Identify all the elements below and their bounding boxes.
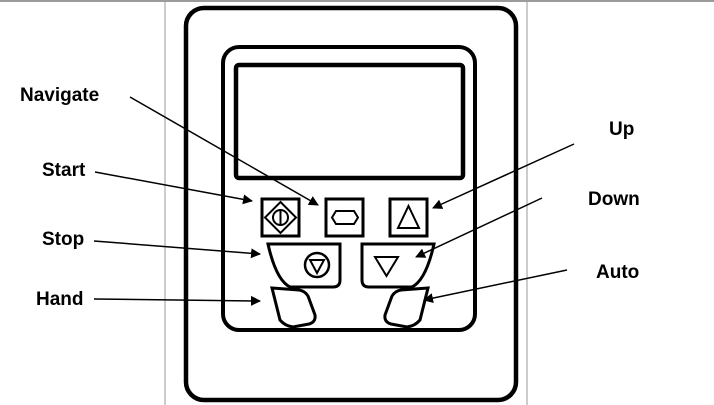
navigate-hexagon-icon: [330, 210, 360, 225]
up-triangle-icon: [396, 203, 421, 229]
start-diamond-icon: [263, 200, 298, 235]
auto-label: Auto: [596, 262, 640, 283]
start-button[interactable]: [260, 197, 301, 238]
hand-arrow: [93, 295, 261, 306]
up-arrow: [432, 143, 575, 209]
start-label: Start: [42, 160, 86, 181]
stop-label: Stop: [42, 229, 85, 250]
down-arrow: [415, 197, 543, 258]
down-label: Down: [588, 189, 640, 210]
down-triangle-icon: [373, 256, 400, 278]
up-label: Up: [609, 119, 635, 140]
auto-button[interactable]: [383, 286, 430, 329]
auto-arrow: [423, 269, 568, 304]
start-arrow: [94, 171, 253, 205]
navigate-label: Navigate: [20, 85, 100, 106]
stop-triangle-icon: [308, 259, 326, 276]
navigate-button[interactable]: [324, 197, 365, 238]
stop-arrow: [93, 240, 261, 259]
up-button[interactable]: [388, 197, 429, 238]
hand-label: Hand: [36, 289, 84, 310]
stop-circle-icon: [303, 251, 331, 279]
hand-button[interactable]: [270, 286, 317, 329]
navigate-arrow: [129, 96, 319, 206]
display-screen: [233, 62, 466, 181]
stop-button[interactable]: [266, 242, 342, 289]
